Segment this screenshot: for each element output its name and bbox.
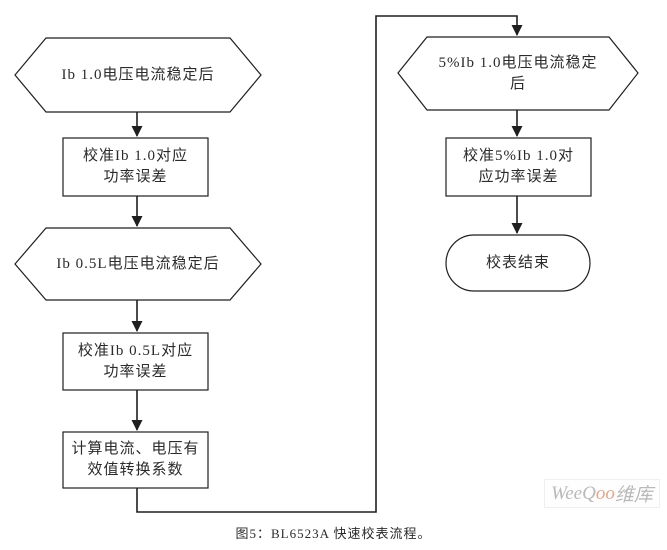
watermark-accent-text: oo [595,482,615,504]
process-shape-cal-5ib10 [445,137,592,197]
watermark-text: 维库 [614,485,653,506]
hexagon-shape-ib05l [14,227,262,301]
process-shape-cal-ib10 [62,137,209,197]
hexagon-shape-ib10 [14,37,262,113]
watermark-text: WeeQ [551,482,596,504]
terminator-shape-end [445,234,591,292]
process-shape-cal-ib05l [62,332,209,391]
figure-caption: 图5：BL6523A 快速校表流程。 [235,526,432,541]
connector-calc-to-5ib10 [136,15,523,513]
process-shape-calc-rms [62,431,209,489]
hexagon-shape-5ib10 [397,36,639,111]
